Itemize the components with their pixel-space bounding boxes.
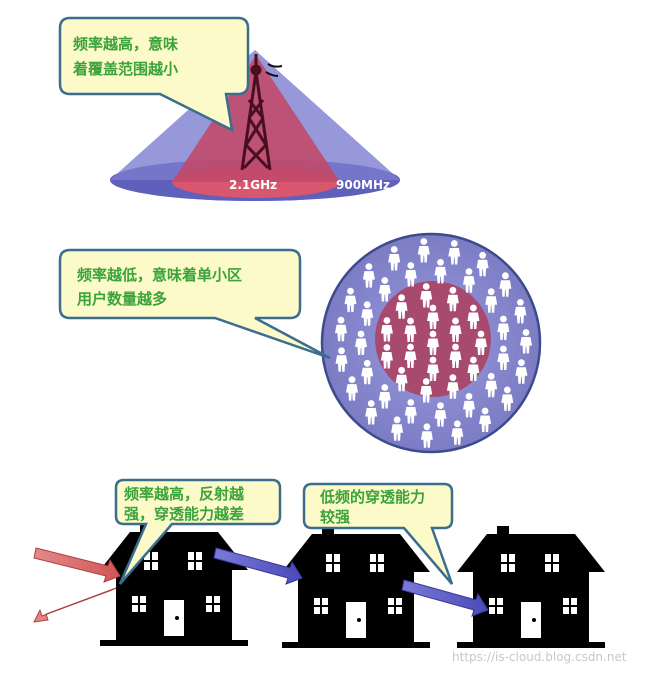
callout-coverage-line2: 着覆盖范围越小 xyxy=(72,60,178,78)
callout-penetration-high-line1: 频率越高，反射越 xyxy=(124,485,245,503)
high-frequency-cone xyxy=(172,55,340,182)
callout-penetration-low-line1: 低频的穿透能力 xyxy=(319,488,425,506)
callout-penetration-high-line2: 强，穿透能力越差 xyxy=(124,505,244,523)
callout-capacity-line2: 用户数量越多 xyxy=(77,290,167,308)
callout-capacity: 频率越低，意味着单小区 用户数量越多 xyxy=(58,248,331,360)
house-right xyxy=(457,526,605,648)
coverage-cones xyxy=(110,50,400,201)
watermark: https://is-cloud.blog.csdn.net xyxy=(452,650,627,664)
callout-penetration-low: 低频的穿透能力 较强 xyxy=(302,482,454,585)
label-900mhz: 900MHz xyxy=(336,178,390,192)
cell-tower xyxy=(240,54,272,171)
label-2-1ghz: 2.1GHz xyxy=(229,178,277,192)
callout-penetration-high: 频率越高，反射越 强，穿透能力越差 xyxy=(114,478,282,585)
callout-coverage-line1: 频率越高，意味 xyxy=(73,35,178,53)
house-left xyxy=(100,524,248,646)
callout-coverage: 频率越高，意味 着覆盖范围越小 xyxy=(58,16,250,133)
callout-capacity-line1: 频率越低，意味着单小区 xyxy=(77,266,242,284)
callout-penetration-low-line2: 较强 xyxy=(320,508,350,526)
penetrating-signal-arrows xyxy=(213,547,489,617)
reflected-signal-arrows xyxy=(33,547,121,623)
